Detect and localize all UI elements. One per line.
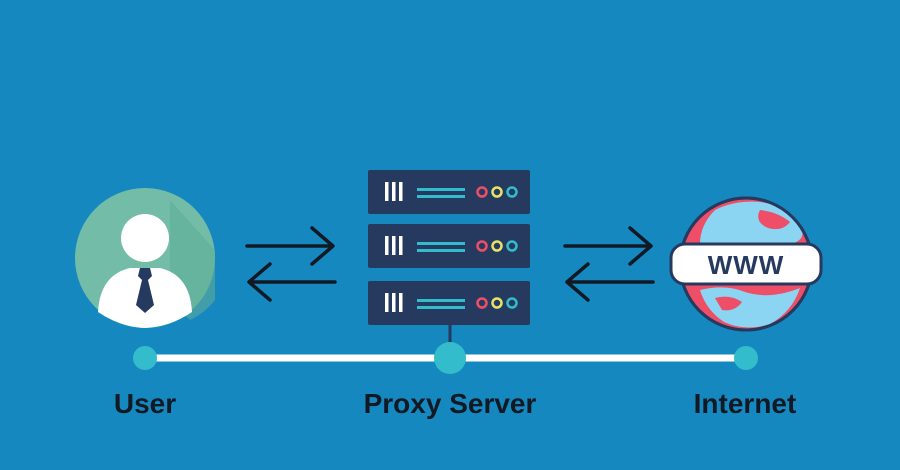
user-avatar-icon [75, 188, 215, 328]
timeline-node-internet [734, 346, 758, 370]
globe-www-text: WWW [708, 250, 785, 280]
bidirectional-arrows-icon [563, 226, 655, 302]
globe-www-icon: WWW [669, 196, 823, 332]
label-internet: Internet [693, 388, 797, 419]
label-user: User [113, 388, 177, 419]
bidirectional-arrows-icon [245, 226, 337, 302]
server-rack-icon [368, 170, 530, 345]
timeline [133, 342, 758, 374]
timeline-node-proxy [434, 342, 466, 374]
label-proxy-server: Proxy Server [363, 388, 537, 419]
timeline-node-user [133, 346, 157, 370]
